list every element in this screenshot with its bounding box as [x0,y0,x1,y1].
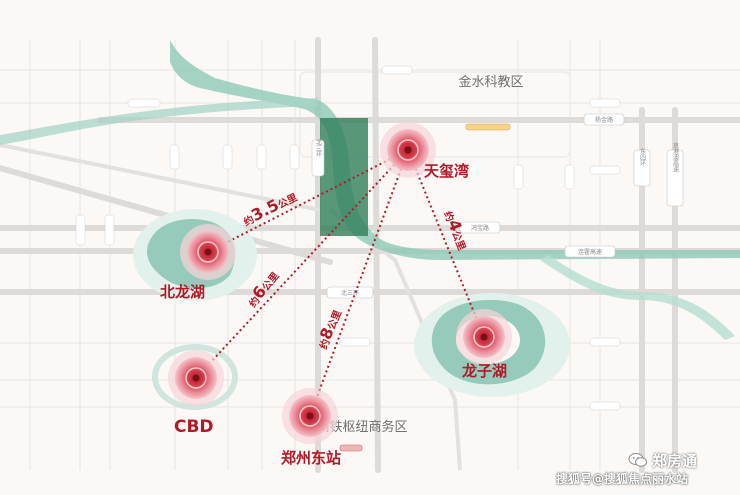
road-label-yangjin: 杨金路 [595,116,613,124]
line-to-east-station [309,149,409,417]
road-label-liangou: 连霍高速 [578,248,602,256]
place-beilonghu: 北龙湖 [160,283,205,301]
line-to-longzihu [407,149,485,338]
road-label-jingguang: 京港澳高速 [672,141,679,173]
place-cbd: CBD [174,417,214,437]
road-label-beisanhuan-h: 北三环 [341,289,359,297]
markers [168,122,512,444]
marker-beilonghu[interactable] [180,224,236,280]
road-label-box [583,113,625,126]
road-label-hongbao: 鸿宝路 [471,224,489,232]
line-to-cbd [195,149,409,379]
marker-tianxiwan[interactable] [380,122,436,178]
wechat-icon [628,453,647,467]
road-label-beisanhuan-v: 北三环 [315,138,322,158]
place-east-station: 郑州东站 [281,449,341,467]
road-label-box [326,286,374,299]
road-label-box [311,139,325,177]
watermark: 搜狐号@搜狐焦点丽水站 [556,472,689,486]
road-label-box [459,221,501,234]
road-label-dongsihuan: 东四环 [639,147,646,167]
canal-east [540,255,735,340]
road-label-box [564,245,616,258]
district-railway-business: 高铁枢纽商务区 [316,419,407,435]
marker-east-station[interactable] [282,388,338,444]
distance-lines [195,149,485,417]
marker-cbd[interactable] [168,350,224,406]
road-label-box [666,149,684,207]
brand-tag: 郑房通 [628,450,738,470]
place-tianxiwan: 天玺湾 [424,162,469,180]
brand-name: 郑房通 [652,452,698,470]
cbd-ring [152,344,238,410]
place-longzihu: 龙子湖 [461,362,507,380]
road-labels: 北三环 北三环 鸿宝路 连霍高速 东四环 京港澳高速 杨金路 [75,65,684,452]
road-label-box [633,149,651,187]
marker-longzihu[interactable] [456,309,512,365]
canal-west [0,98,318,145]
green-park-block [320,118,368,236]
district-jinshui: 金水科教区 [458,74,523,90]
